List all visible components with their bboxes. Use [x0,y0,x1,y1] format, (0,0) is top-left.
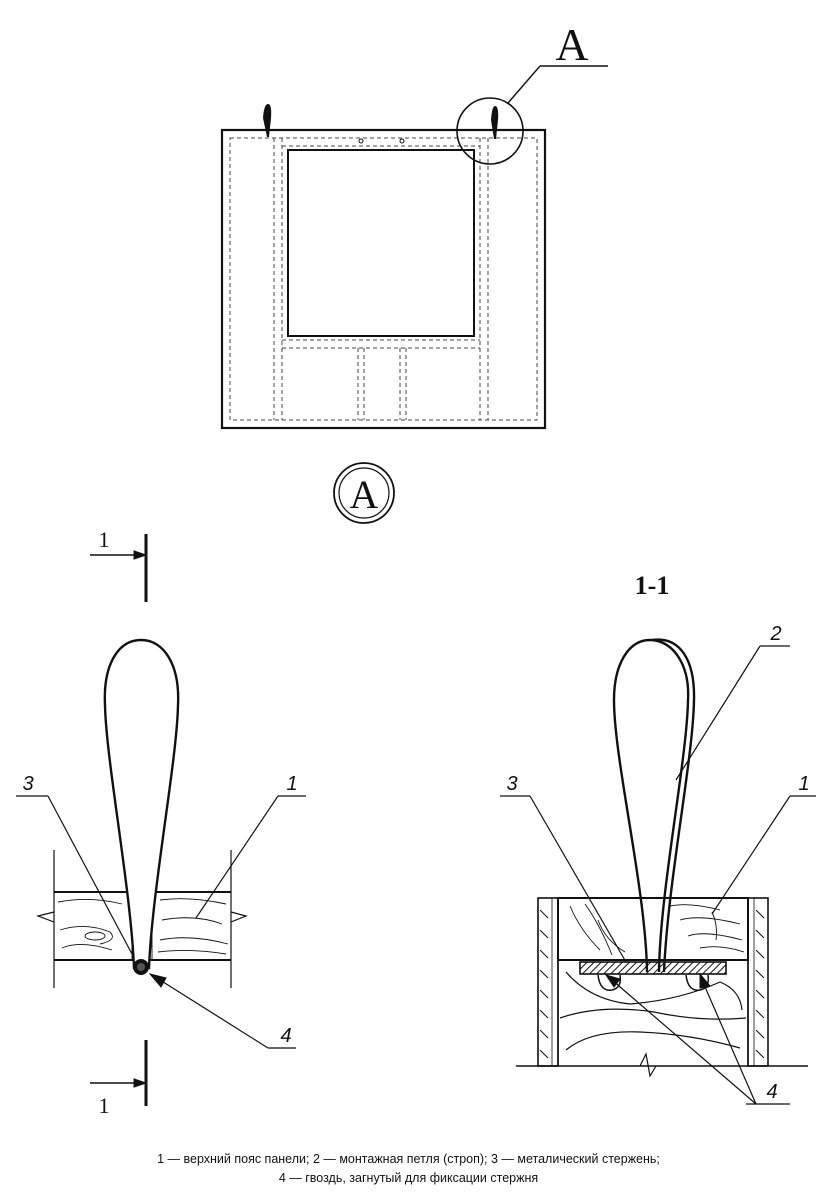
cut-mark-bottom: 1 [99,1093,110,1118]
panel-elevation [220,128,547,430]
nails-right [597,974,710,991]
label-2-right: 2 [769,623,781,645]
callout-a [456,65,608,165]
label-1-left: 1 [286,773,297,795]
loop-right-mark [491,106,499,139]
cut-mark-top: 1 [99,527,110,552]
label-3-left: 3 [22,773,33,795]
leaders-right [500,645,816,1105]
view-a-letter: A [350,472,379,517]
section-title: 1-1 [635,571,670,600]
loop-right [612,638,696,973]
label-4-left: 4 [280,1025,291,1047]
loop-left [103,638,180,970]
section-right [516,897,808,1078]
figure-caption: 1 — верхний пояс панели; 2 — монтажная п… [0,1150,817,1188]
callout-a-letter: A [555,19,588,70]
leaders-left [16,795,306,1049]
view-a-marker [333,462,395,524]
caption-line-2: 4 — гвоздь, загнутый для фиксации стержн… [278,1171,539,1185]
metal-rod [579,961,727,975]
technical-drawing: A A 1 1 [16,19,816,1118]
loop-left-mark [263,104,272,137]
label-1-right: 1 [798,773,809,795]
label-3-right: 3 [506,773,517,795]
label-4-right: 4 [766,1081,777,1103]
caption-line-1: 1 — верхний пояс панели; 2 — монтажная п… [157,1152,660,1166]
cut-line-1 [90,534,148,1106]
